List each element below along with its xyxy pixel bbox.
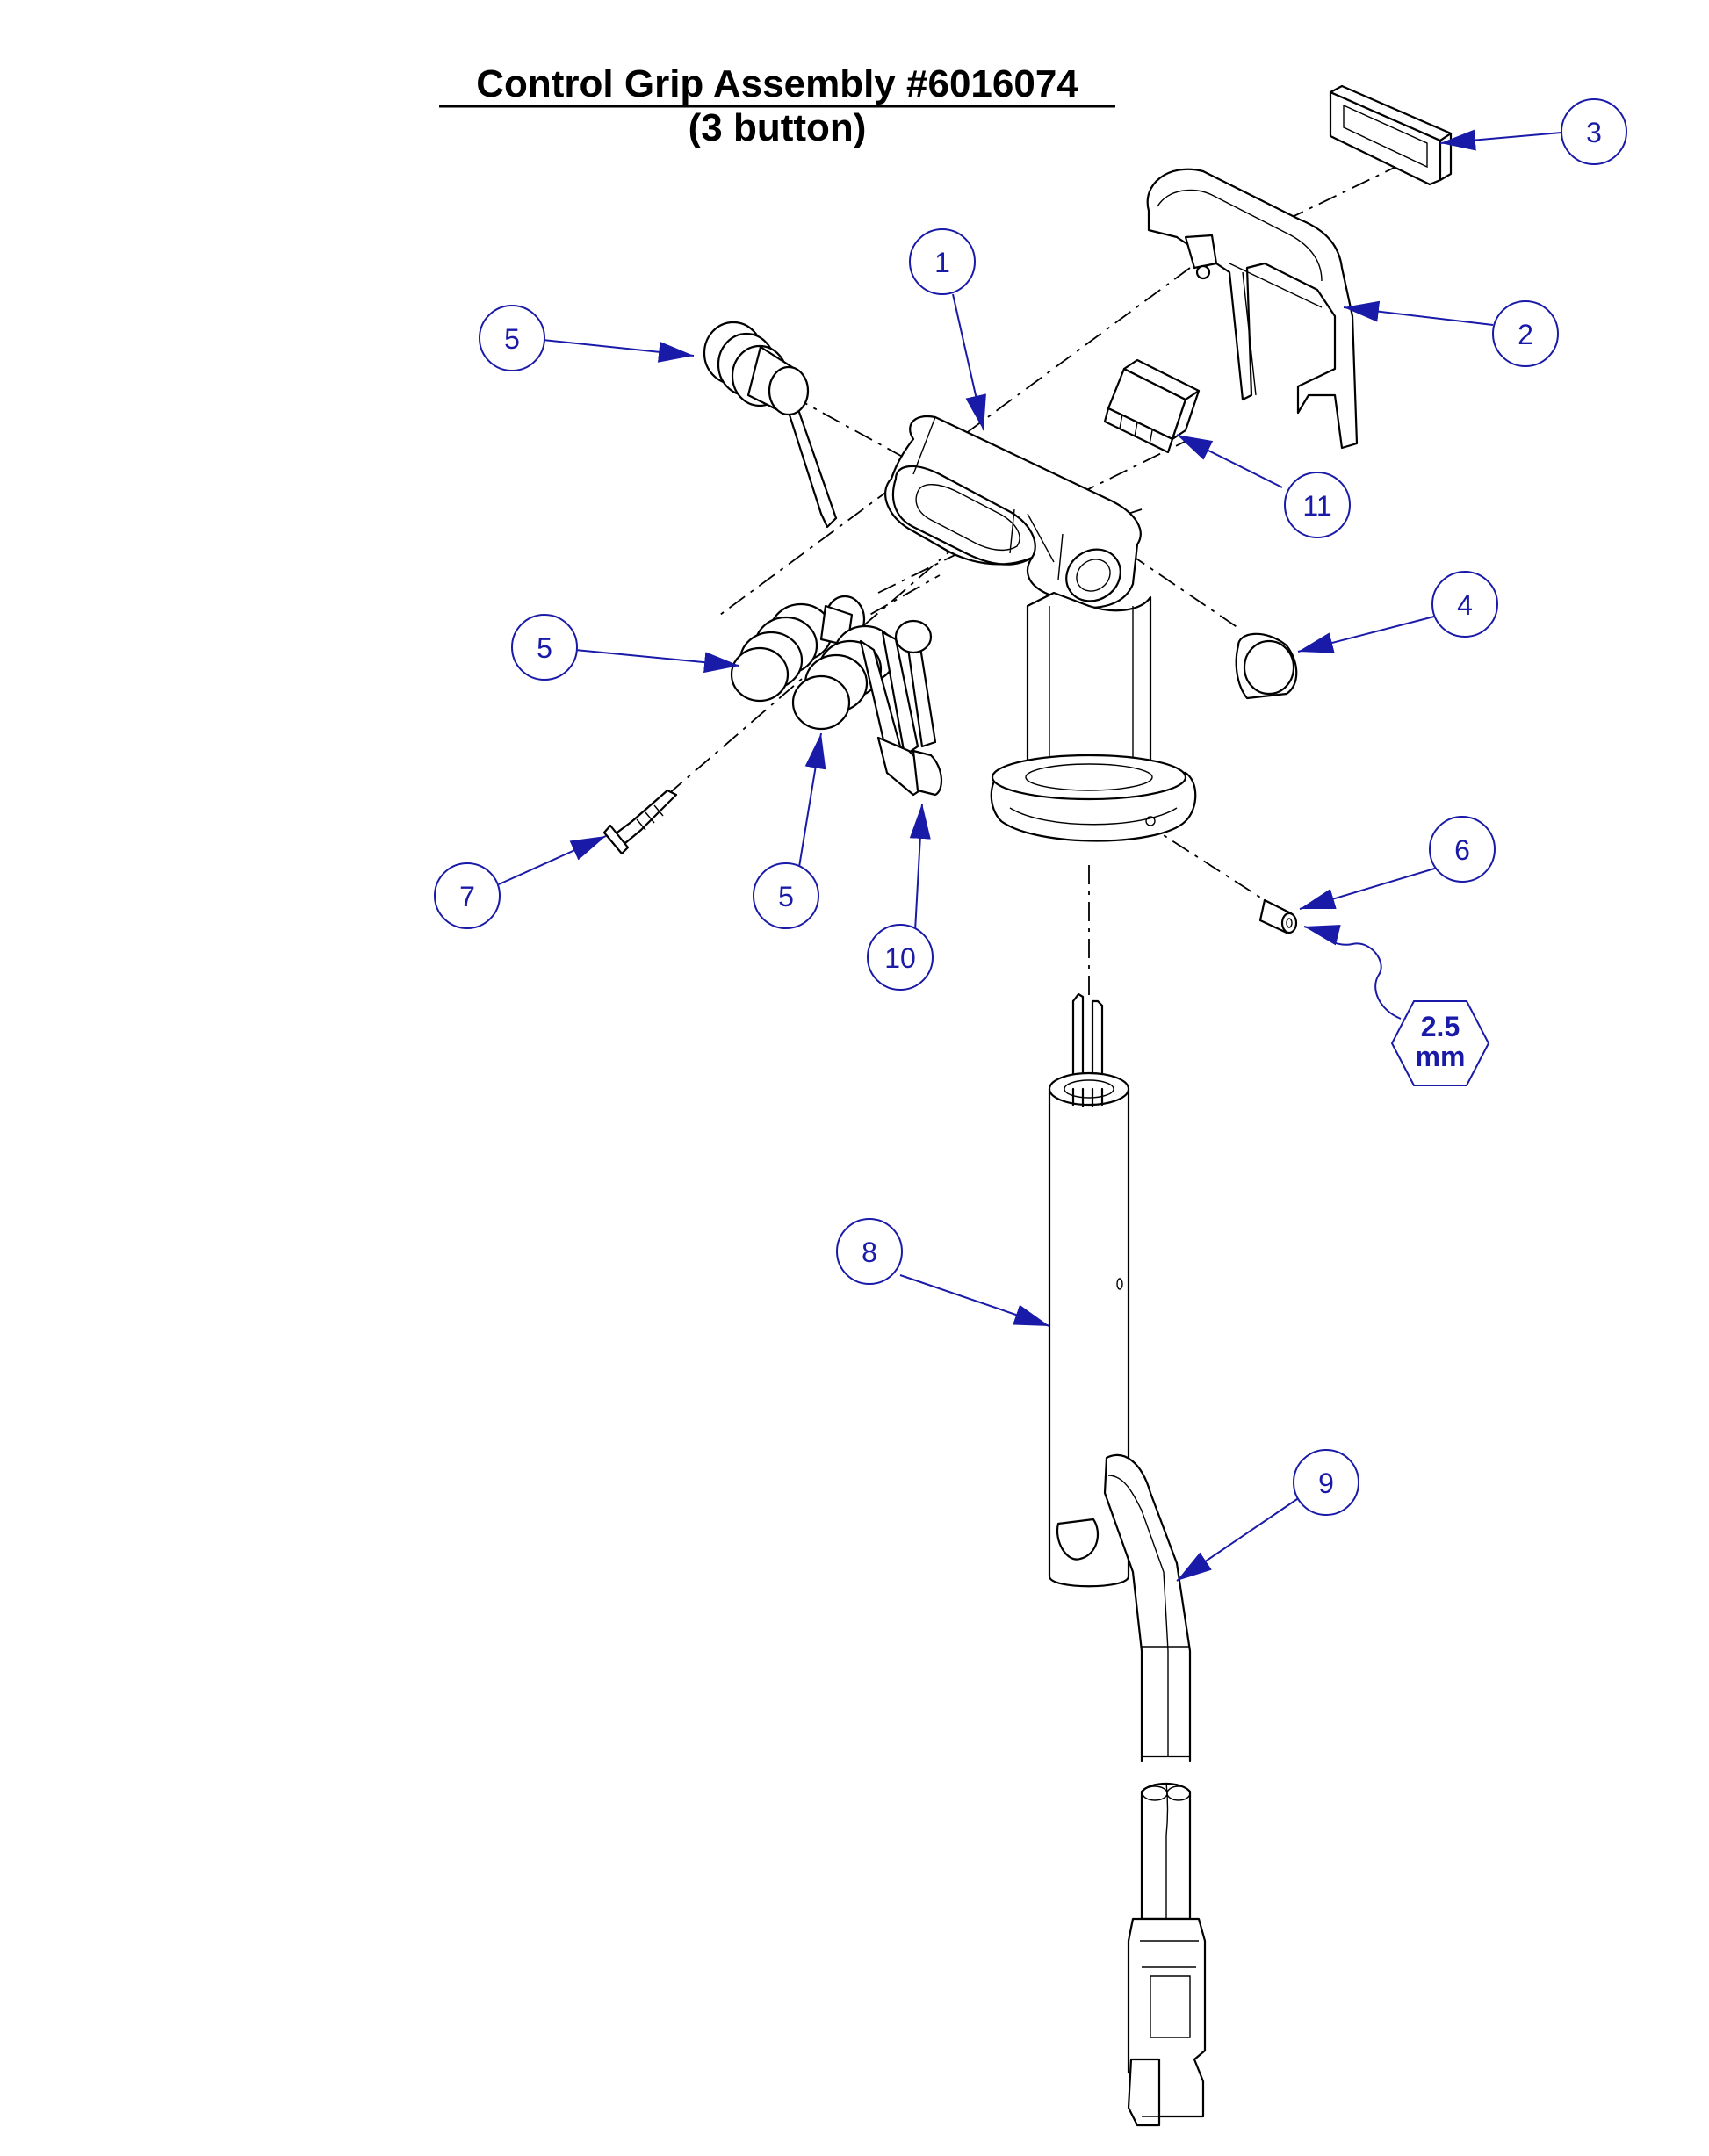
- hex-spec-unit: mm: [1416, 1041, 1466, 1072]
- diagram-title-line1: Control Grip Assembly #6016074: [476, 62, 1078, 105]
- svg-text:7: 7: [459, 881, 475, 912]
- part-11-connector-block: [1103, 358, 1201, 454]
- svg-text:9: 9: [1318, 1467, 1334, 1499]
- callout-5-bottom: 5: [753, 862, 819, 929]
- callout-8: 8: [836, 1218, 903, 1285]
- part-5-button-top: [703, 321, 838, 529]
- svg-text:6: 6: [1454, 834, 1470, 866]
- callout-leaders: [498, 129, 1562, 1582]
- svg-text:5: 5: [778, 881, 794, 912]
- callout-1: 1: [909, 228, 976, 295]
- hex-spec-size: 2.5: [1421, 1011, 1460, 1042]
- part-4-plug-cap: [1235, 632, 1298, 700]
- part-10-wire-connectors: [859, 619, 942, 797]
- svg-text:10: 10: [884, 942, 916, 974]
- part-1-grip-head: [884, 415, 1142, 609]
- callout-2: 2: [1492, 300, 1559, 367]
- part-1-grip-handle: [990, 591, 1197, 842]
- svg-text:1: 1: [934, 247, 950, 278]
- part-9-cable: [1103, 1453, 1207, 2127]
- svg-text:4: 4: [1457, 589, 1473, 621]
- svg-text:8: 8: [862, 1237, 877, 1268]
- callout-7: 7: [434, 862, 501, 929]
- part-7-screw: [602, 789, 678, 855]
- callout-5-left: 5: [511, 614, 578, 681]
- diagram-title-line2: (3 button): [689, 106, 867, 149]
- callout-9: 9: [1293, 1449, 1359, 1516]
- part-6-set-screw: [1258, 898, 1298, 934]
- callout-4: 4: [1431, 571, 1498, 638]
- part-2-top-cover: [1146, 168, 1359, 450]
- part-3-button-pad: [1329, 84, 1453, 186]
- callout-10: 10: [867, 924, 934, 991]
- callout-6: 6: [1429, 816, 1496, 883]
- callout-5-top: 5: [479, 305, 545, 371]
- svg-text:3: 3: [1586, 117, 1602, 148]
- callout-3: 3: [1561, 98, 1627, 165]
- callout-11: 11: [1284, 472, 1351, 538]
- svg-text:11: 11: [1302, 490, 1331, 522]
- svg-text:5: 5: [504, 323, 520, 355]
- svg-text:2: 2: [1518, 319, 1533, 350]
- hex-wrench-size-spec: 2.5 mm: [1390, 1000, 1490, 1086]
- svg-text:5: 5: [537, 632, 552, 664]
